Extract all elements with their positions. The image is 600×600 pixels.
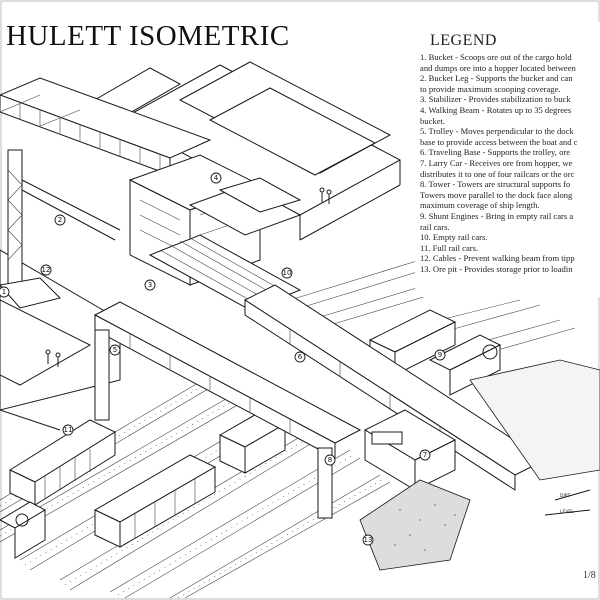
- legend-item: 6. Traveling Base - Supports the trolley…: [420, 147, 571, 158]
- legend-item: Towers move parallel to the dock face al…: [420, 189, 573, 200]
- hulett-unloader: [0, 77, 547, 519]
- callout-11: [62, 424, 74, 436]
- callout-2: [54, 214, 66, 226]
- legend-item: 2. Bucket Leg - Supports the bucket and …: [420, 73, 573, 84]
- legend-item: 13. Ore pit - Provides storage prior to …: [420, 263, 573, 274]
- legend-item: 4. Walking Beam - Rotates up to 35 degre…: [420, 104, 572, 115]
- svg-text:2: 2: [58, 216, 62, 224]
- legend-item: 10. Empty rail cars.: [420, 232, 488, 243]
- legend-item: 12. Cables - Prevent walking beam from t…: [420, 253, 575, 264]
- legend-item: to provide maximum scooping coverage.: [420, 83, 561, 94]
- svg-text:7: 7: [423, 451, 427, 459]
- legend-item: base to provide access between the boat …: [420, 136, 578, 147]
- callout-9: [434, 349, 446, 361]
- legend-panel: [415, 22, 600, 297]
- legend-item: 1. Bucket - Scoops ore out of the cargo …: [420, 52, 572, 62]
- legend-item: 8. Tower - Towers are structural support…: [420, 179, 571, 190]
- callout-7: [419, 449, 431, 461]
- callout-3: [144, 279, 156, 291]
- level-label: LEVEL: [560, 509, 574, 515]
- svg-text:4: 4: [214, 174, 219, 182]
- legend-item: 5. Trolley - Moves perpendicular to the …: [420, 126, 574, 137]
- legend-item: bucket.: [420, 115, 446, 126]
- legend-item: 3. Stabilizer - Provides stabilization t…: [420, 94, 571, 105]
- callout-12: [40, 264, 52, 276]
- worker-figures: [45, 187, 332, 367]
- legend-item: maximum coverage of ship length.: [420, 200, 540, 211]
- svg-text:12: 12: [42, 266, 51, 274]
- svg-text:9: 9: [438, 351, 442, 359]
- legend-item: and dumps ore into a hopper located betw…: [420, 62, 576, 73]
- callout-10: [281, 267, 293, 279]
- ore-pit: DIRT LEVEL: [359, 359, 600, 571]
- dirt-label: DIRT: [560, 493, 571, 499]
- callout-1: [0, 286, 10, 298]
- callout-13: [362, 534, 374, 546]
- callout-8: [324, 454, 336, 466]
- legend-heading: LEGEND: [430, 32, 497, 49]
- scale-note: 1/8: [583, 570, 596, 581]
- legend-item: 7. Larry Car - Receives ore from hopper,…: [420, 157, 573, 168]
- legend-item: distributes it to one of four railcars o…: [420, 168, 575, 179]
- svg-text:11: 11: [64, 426, 73, 434]
- dock-platforms: [0, 61, 402, 431]
- callout-6: [294, 351, 306, 363]
- svg-text:13: 13: [364, 536, 373, 544]
- svg-text:6: 6: [298, 353, 303, 361]
- svg-text:1: 1: [2, 288, 6, 296]
- legend-item: 9. Shunt Engines - Bring in empty rail c…: [420, 210, 574, 221]
- svg-text:8: 8: [328, 456, 332, 464]
- svg-text:10: 10: [283, 269, 292, 277]
- callout-5: [109, 344, 121, 356]
- svg-text:5: 5: [113, 346, 117, 354]
- callout-4: [210, 172, 222, 184]
- legend-list: 1. Bucket - Scoops ore out of the cargo …: [420, 52, 600, 292]
- legend-item: rail cars.: [420, 221, 450, 232]
- drawing-title: HULETT ISOMETRIC: [6, 20, 290, 52]
- callout-markers: 1 2 3 4 5 6 7 8 9 10 11 12 13: [0, 172, 446, 546]
- svg-text:3: 3: [148, 281, 152, 289]
- legend-item: 11. Full rail cars.: [420, 242, 479, 253]
